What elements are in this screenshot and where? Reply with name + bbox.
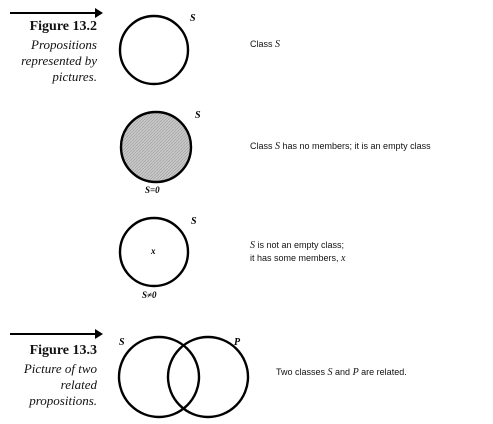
- figure-13-3-caption-line: related: [60, 377, 97, 392]
- description-line: S is not an empty class;: [250, 240, 345, 251]
- figure-13-2-title: Figure 13.2: [29, 19, 97, 34]
- nonempty-class-description: S is not an empty class; it has some mem…: [250, 239, 345, 265]
- empty-class-circle-label: S: [195, 110, 201, 121]
- empty-class-description: Class S has no members; it is an empty c…: [250, 140, 431, 153]
- description-line: Class S has no members; it is an empty c…: [250, 141, 431, 152]
- figure-13-3-title: Figure 13.3: [29, 343, 97, 358]
- description-line: it has some members, x: [250, 253, 346, 264]
- figure-13-3-caption-line: Picture of two: [23, 361, 97, 376]
- figure-13-2-caption: Propositions represented by pictures.: [0, 37, 97, 85]
- empty-class-below-label: S=0: [145, 185, 160, 195]
- figure-13-3-caption: Picture of two related propositions.: [0, 361, 97, 409]
- empty-class-circle: [119, 110, 193, 184]
- class-s-description: Class S: [250, 38, 280, 51]
- nonempty-class-circle-label: S: [191, 216, 197, 227]
- class-p-related-circle: [166, 335, 250, 419]
- class-s-related-circle: [117, 335, 201, 419]
- figure-13-2-caption-line: Propositions: [31, 37, 97, 52]
- description-line: Two classes S and P are related.: [276, 367, 407, 378]
- figure-13-3-caption-line: propositions.: [29, 393, 97, 408]
- member-x-mark: x: [150, 246, 156, 256]
- nonempty-class-below-label: S≠0: [142, 290, 157, 300]
- description-line: Class S: [250, 39, 281, 50]
- figure-13-2-caption-line: represented by: [21, 53, 97, 68]
- figure-13-2-arrow: [10, 8, 103, 18]
- nonempty-class-circle: [118, 216, 190, 288]
- class-s-circle: [118, 14, 190, 86]
- related-classes-description: Two classes S and P are related.: [276, 366, 407, 379]
- figure-13-3-arrow: [10, 329, 103, 339]
- figure-13-2-caption-line: pictures.: [52, 69, 97, 84]
- class-p-related-label: P: [234, 337, 241, 348]
- class-s-related-label: S: [119, 337, 125, 348]
- class-s-circle-label: S: [190, 13, 196, 24]
